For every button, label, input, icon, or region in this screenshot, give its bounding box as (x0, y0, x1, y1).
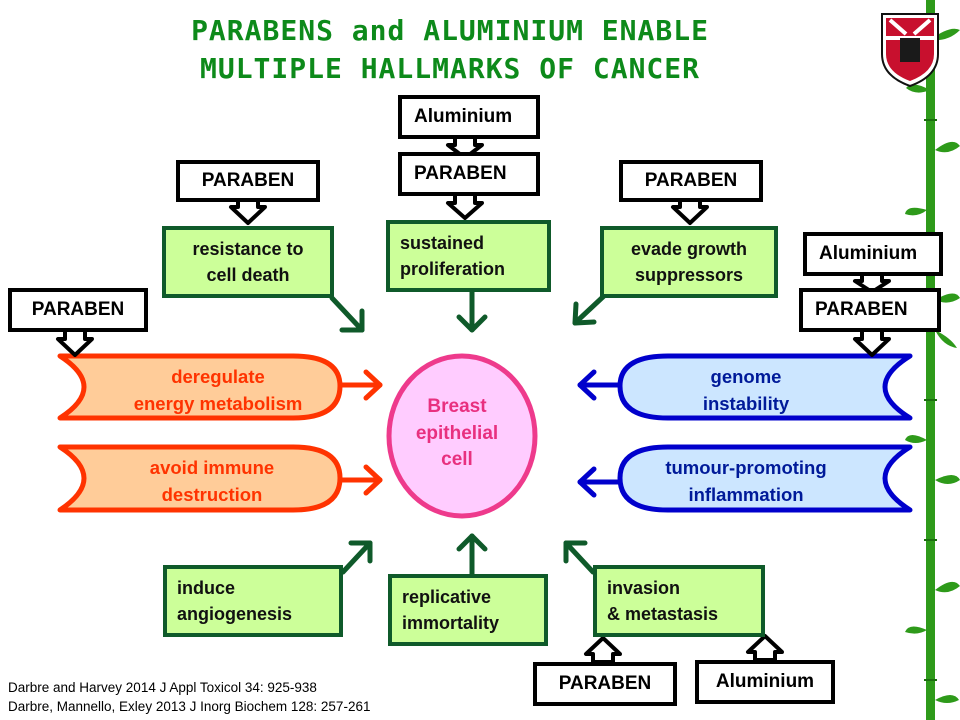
hallmark-induce-angiogenesis: induce angiogenesis (163, 565, 343, 637)
hallmark-genome-instability: genome instability (628, 364, 864, 418)
hallmark-tumour-line2: inflammation (688, 483, 804, 505)
hallmark-avoid-line2: destruction (161, 483, 263, 505)
paraben-box-top-right: PARABEN (619, 160, 763, 202)
hallmark-angio-line1: induce (177, 577, 236, 598)
paraben-sustained-connector (446, 192, 484, 220)
hallmark-evade-line1: evade growth (630, 238, 748, 259)
slide-title-line1: PARABENS and ALUMINIUM ENABLE (191, 14, 709, 47)
paraben-box-right: PARABEN (799, 288, 941, 332)
paraben-box-bottom: PARABEN (533, 662, 677, 706)
university-crest-icon (881, 13, 939, 88)
hallmark-angio-line2: angiogenesis (177, 604, 293, 624)
bamboo-decoration-icon (905, 0, 960, 720)
aluminium-box-top: Aluminium (398, 95, 540, 139)
avoid-arrow (339, 464, 383, 496)
hallmark-tumour-line1: tumour-promoting (665, 457, 827, 478)
hallmark-genome-line1: genome (710, 366, 782, 387)
hallmark-resistance-line2: cell death (206, 265, 290, 285)
invasion-arrow (563, 540, 596, 575)
hallmark-resistance-line1: resistance to (192, 238, 304, 259)
hallmark-replicative-line1: replicative (402, 586, 492, 607)
aluminium-box-bottom: Aluminium (695, 660, 835, 704)
evade-arrow (572, 292, 608, 326)
paraben-genome-connector (853, 328, 891, 357)
hallmark-resistance-to-cell-death: resistance to cell death (162, 226, 334, 298)
angiogenesis-arrow (340, 540, 373, 575)
resistance-arrow (329, 295, 365, 333)
reference-1: Darbre and Harvey 2014 J Appl Toxicol 34… (8, 680, 317, 695)
tumour-arrow (577, 466, 621, 498)
aluminium-box-right: Aluminium (803, 232, 943, 276)
breast-epithelial-cell-label: Breast epithelial cell (392, 394, 522, 474)
avoid-tab-shape (57, 444, 343, 513)
deregulate-tab-shape (57, 353, 343, 421)
paraben-box-top-center: PARABEN (398, 152, 540, 196)
paraben-invasion-connector (584, 636, 622, 664)
hallmark-replicative-immortality: replicative immortality (388, 574, 548, 646)
genome-tab-shape (617, 353, 913, 421)
genome-arrow (577, 369, 621, 401)
replicative-arrow (456, 533, 488, 577)
hallmark-evade-growth-suppressors: evade growth suppressors (600, 226, 778, 298)
hallmark-evade-line2: suppressors (634, 265, 744, 285)
aluminium-invasion-connector (746, 634, 784, 662)
hallmark-sustained-line1: sustained (400, 232, 485, 253)
hallmark-avoid-immune-destruction: avoid immune destruction (92, 455, 332, 509)
hallmark-invasion-line1: invasion (607, 577, 681, 598)
deregulate-arrow (339, 369, 383, 401)
cell-label-line1: Breast (427, 396, 487, 417)
hallmark-invasion-metastasis: invasion & metastasis (593, 565, 765, 637)
hallmark-deregulate-energy-metabolism: deregulate energy metabolism (98, 364, 338, 418)
hallmark-sustained-line2: proliferation (400, 259, 506, 279)
hallmark-invasion-line2: & metastasis (607, 604, 719, 624)
hallmark-deregulate-line1: deregulate (171, 366, 265, 387)
slide-title-line2: MULTIPLE HALLMARKS OF CANCER (199, 52, 700, 85)
reference-2: Darbre, Mannello, Exley 2013 J Inorg Bio… (8, 699, 371, 714)
hallmark-deregulate-line2: energy metabolism (133, 392, 303, 414)
hallmark-genome-line2: instability (702, 392, 790, 414)
hallmark-avoid-line1: avoid immune (149, 457, 275, 478)
paraben-box-top-left: PARABEN (176, 160, 320, 202)
hallmark-tumour-promoting-inflammation: tumour-promoting inflammation (616, 455, 876, 509)
cell-label-line3: cell (441, 449, 473, 471)
cell-label-line2: epithelial (415, 422, 499, 444)
hallmark-replicative-line2: immortality (402, 613, 500, 633)
hallmark-sustained-proliferation: sustained proliferation (386, 220, 551, 292)
tumour-tab-shape (617, 444, 913, 513)
breast-epithelial-cell-shape (386, 353, 538, 519)
paraben-box-left: PARABEN (8, 288, 148, 332)
paraben-deregulate-connector (56, 328, 94, 357)
sustained-arrow (456, 289, 488, 333)
